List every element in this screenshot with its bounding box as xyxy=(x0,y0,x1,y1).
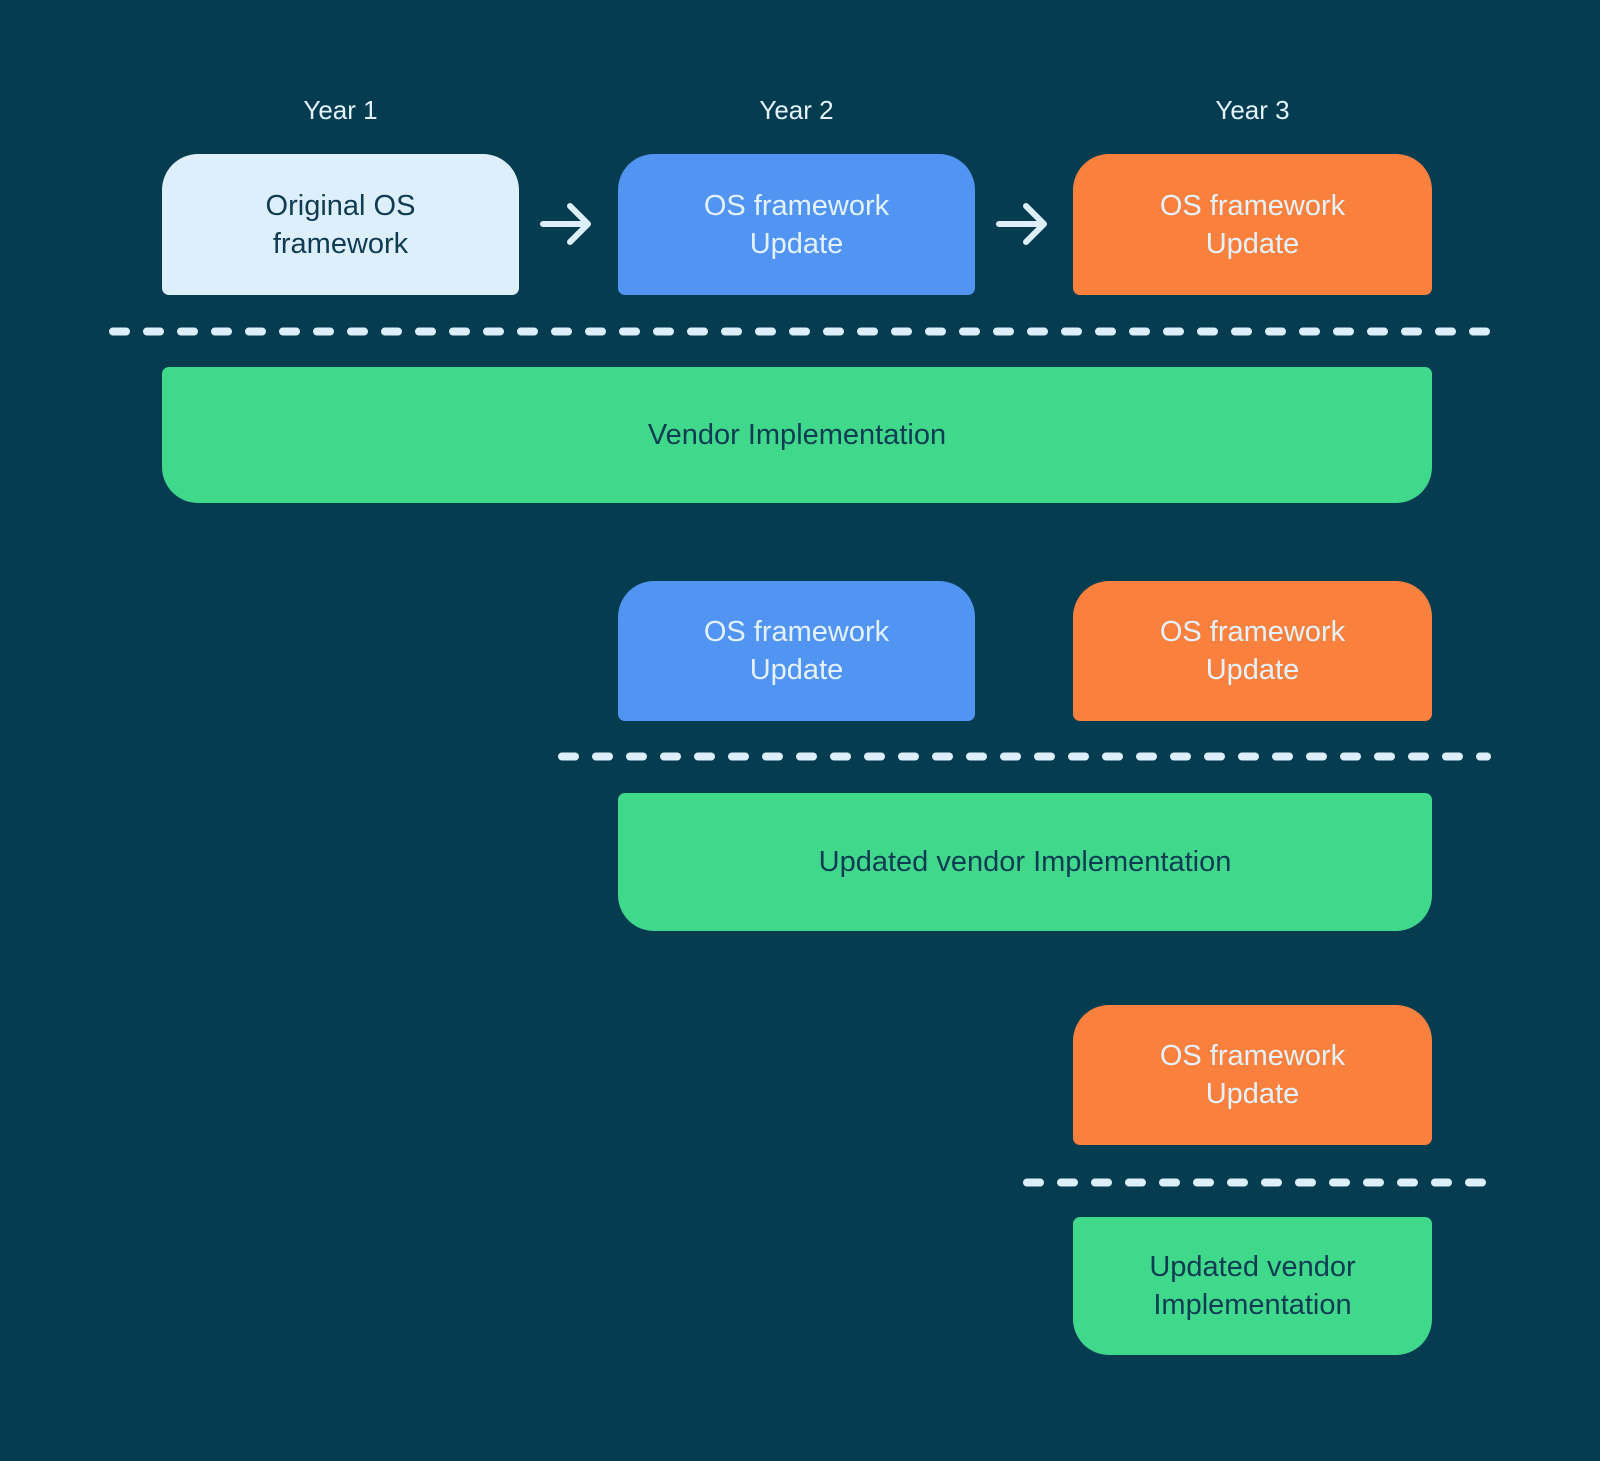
year-label-2: Year 2 xyxy=(759,95,834,125)
timeline-dashed-divider xyxy=(1023,1178,1491,1187)
box-os-framework-update-row2-year3: OS framework Update xyxy=(1073,581,1432,721)
box-vendor-implementation: Vendor Implementation xyxy=(162,367,1432,503)
box-os-framework-update-row2-year2-label: OS framework Update xyxy=(703,616,890,686)
box-original-os-framework: Original OS framework xyxy=(162,154,519,295)
box-vendor-implementation-label: Vendor Implementation xyxy=(647,419,947,451)
box-os-framework-update-year3: OS framework Update xyxy=(1073,154,1432,295)
box-updated-vendor-implementation: Updated vendor Implementation xyxy=(618,793,1432,931)
box-os-framework-update-year2: OS framework Update xyxy=(618,154,975,295)
arrow-right-icon xyxy=(540,203,591,245)
box-updated-vendor-implementation-year3-label: Updated vendor Implementation xyxy=(1149,1251,1356,1321)
box-os-framework-update-row3-year3: OS framework Update xyxy=(1073,1005,1432,1145)
box-original-os-framework-label: Original OS framework xyxy=(265,189,416,260)
box-os-framework-update-year2-label: OS framework Update xyxy=(703,189,890,260)
timeline-dashed-divider xyxy=(109,327,1491,336)
year-label-1: Year 1 xyxy=(303,95,378,125)
box-updated-vendor-implementation-label: Updated vendor Implementation xyxy=(818,846,1232,878)
box-updated-vendor-implementation-year3: Updated vendor Implementation xyxy=(1073,1217,1432,1355)
timeline-dashed-divider xyxy=(558,752,1491,761)
box-os-framework-update-row2-year2: OS framework Update xyxy=(618,581,975,721)
box-os-framework-update-year3-label: OS framework Update xyxy=(1159,189,1346,260)
box-os-framework-update-row3-year3-label: OS framework Update xyxy=(1159,1040,1346,1110)
box-os-framework-update-row2-year3-label: OS framework Update xyxy=(1159,616,1346,686)
year-label-3: Year 3 xyxy=(1215,95,1290,125)
arrow-right-icon xyxy=(996,203,1047,245)
